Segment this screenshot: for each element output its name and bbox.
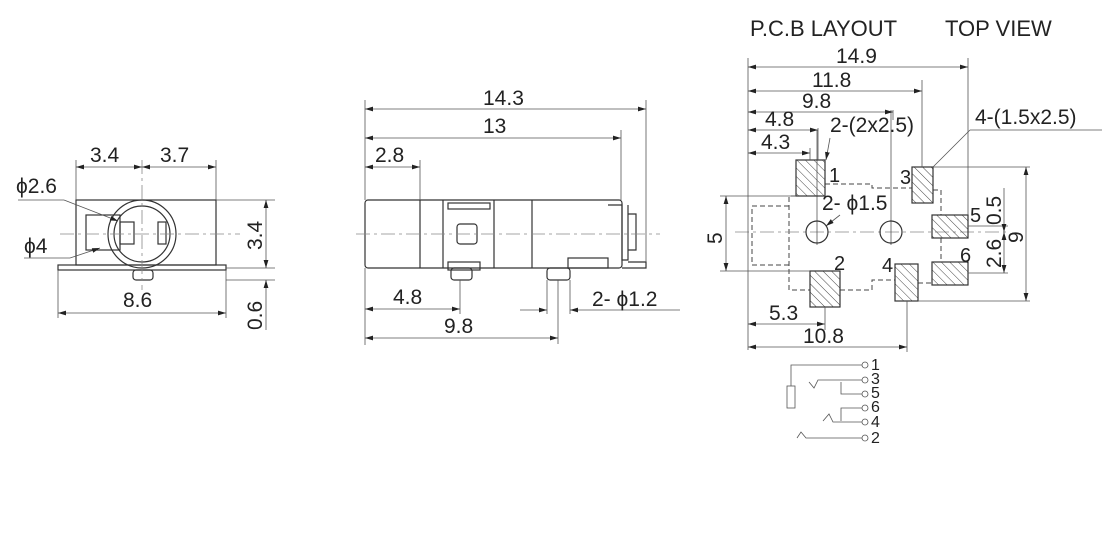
- contact-slot: [157, 221, 167, 245]
- sleeve-contact: [786, 385, 796, 409]
- pad-3: [911, 166, 934, 204]
- side-body-outline: [75, 199, 217, 266]
- dim-3-7: 3.7: [160, 144, 189, 167]
- schematic-pin-6: 6: [871, 399, 880, 416]
- note-small-pads: 4-(1.5x2.5): [975, 106, 1077, 129]
- dim-14-9: 14.9: [836, 45, 877, 68]
- dim-8-6: 8.6: [123, 289, 152, 312]
- dim-phi-2-6: ϕ2.6: [16, 175, 57, 198]
- pin-label-1: 1: [829, 165, 840, 187]
- front-bracket: [608, 204, 647, 269]
- note-large-pads: 2-(2x2.5): [830, 114, 914, 137]
- dim-5: 5: [704, 232, 727, 244]
- pad-6: [931, 261, 969, 286]
- mount-hole-2: [879, 220, 903, 244]
- top-view-title: TOP VIEW: [945, 16, 1052, 41]
- dim-0-6: 0.6: [244, 301, 267, 330]
- schematic-pin-2: 2: [871, 430, 880, 447]
- dim-4-3: 4.3: [761, 131, 790, 154]
- pin-label-4: 4: [882, 255, 893, 277]
- dim-9-8-pcb: 9.8: [802, 90, 831, 113]
- schematic-pin-4: 4: [871, 414, 880, 431]
- dim-3-4-left: 3.4: [90, 144, 120, 167]
- dim-2-6: 2.6: [983, 239, 1006, 268]
- front-pin-1: [450, 267, 473, 281]
- schematic-pin-1: 1: [871, 357, 880, 374]
- pin-label-5: 5: [970, 205, 981, 227]
- contact-spring: [119, 221, 135, 245]
- note-holes: 2- ϕ1.5: [822, 192, 887, 215]
- pin-label-3: 3: [900, 167, 911, 189]
- front-pin-2: [546, 267, 571, 281]
- dim-10-8: 10.8: [803, 325, 844, 348]
- front-view: 14.3 13 2.8 4.8 9.8 2- ϕ1.2: [356, 87, 680, 345]
- dim-5-3: 5.3: [769, 302, 798, 325]
- side-view: 3.4 3.7 ϕ2.6 ϕ4 3.4 0.6 8.6: [16, 144, 275, 330]
- side-pin: [132, 269, 154, 281]
- pin-label-6: 6: [960, 245, 971, 267]
- pad-5: [931, 214, 969, 239]
- dim-3-4-height: 3.4: [244, 220, 267, 250]
- pin-label-2: 2: [834, 253, 845, 275]
- pad-2: [809, 270, 841, 308]
- dim-11-8: 11.8: [812, 69, 851, 92]
- pcb-layout-title: P.C.B LAYOUT: [750, 16, 897, 41]
- side-tab: [85, 214, 121, 251]
- pad-1: [795, 159, 826, 197]
- dim-4-8-pcb: 4.8: [765, 108, 794, 131]
- schematic-pin-5: 5: [871, 385, 880, 402]
- dim-phi-4: ϕ4: [24, 235, 48, 258]
- jack-schematic: 1 3 5 6 4 2: [786, 357, 880, 447]
- dim-2-8: 2.8: [375, 144, 404, 167]
- pad-4: [894, 263, 919, 302]
- dim-9: 9: [1005, 231, 1028, 243]
- dim-4-8: 4.8: [393, 286, 422, 309]
- dim-2-phi-1-2: 2- ϕ1.2: [592, 288, 657, 311]
- pcb-layout: P.C.B LAYOUT TOP VIEW 1 2 3 4 5 6 14.9 1…: [704, 16, 1102, 352]
- body-footprint: [751, 183, 942, 291]
- schematic-pin-3: 3: [871, 371, 880, 388]
- dim-0-5: 0.5: [983, 196, 1006, 225]
- mount-hole-1: [805, 220, 829, 244]
- dim-14-3: 14.3: [483, 87, 524, 110]
- dim-13: 13: [483, 115, 506, 138]
- dim-9-8: 9.8: [444, 315, 473, 338]
